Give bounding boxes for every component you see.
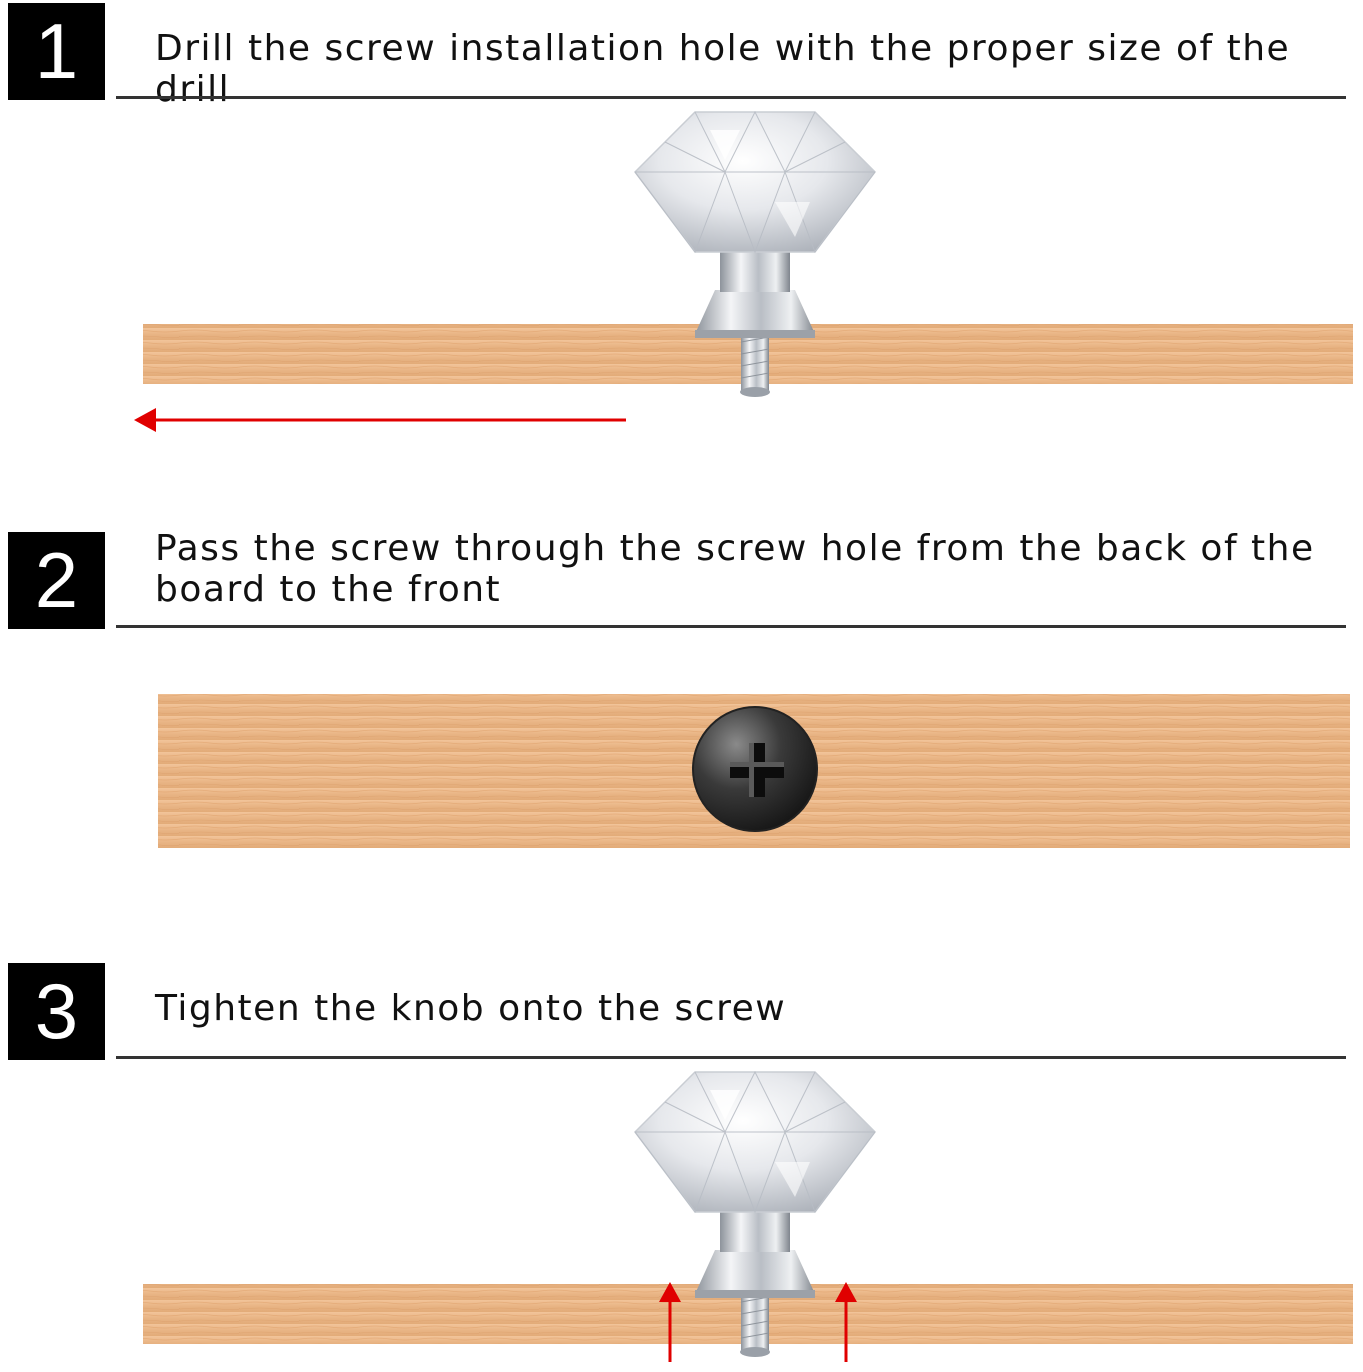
arrow-up-icon xyxy=(659,1282,681,1362)
step-1-illustration xyxy=(134,111,1353,432)
arrow-up-icon xyxy=(835,1282,857,1362)
step-2-illustration xyxy=(158,694,1350,848)
step-3-badge: 3 xyxy=(8,963,105,1060)
step-3-illustration xyxy=(143,1071,1353,1362)
step-2-badge: 2 xyxy=(8,532,105,629)
step-2-text: Pass the screw through the screw hole fr… xyxy=(155,528,1328,610)
step-3-text: Tighten the knob onto the screw xyxy=(155,988,787,1029)
phillips-screw-head-icon xyxy=(692,706,818,832)
step-3-divider xyxy=(116,1056,1346,1059)
step-1-text: Drill the screw installation hole with t… xyxy=(155,28,1304,110)
step-1-badge: 1 xyxy=(8,3,105,100)
step-2-divider xyxy=(116,625,1346,628)
step-1-divider xyxy=(116,96,1346,99)
arrow-left-icon xyxy=(134,408,626,432)
